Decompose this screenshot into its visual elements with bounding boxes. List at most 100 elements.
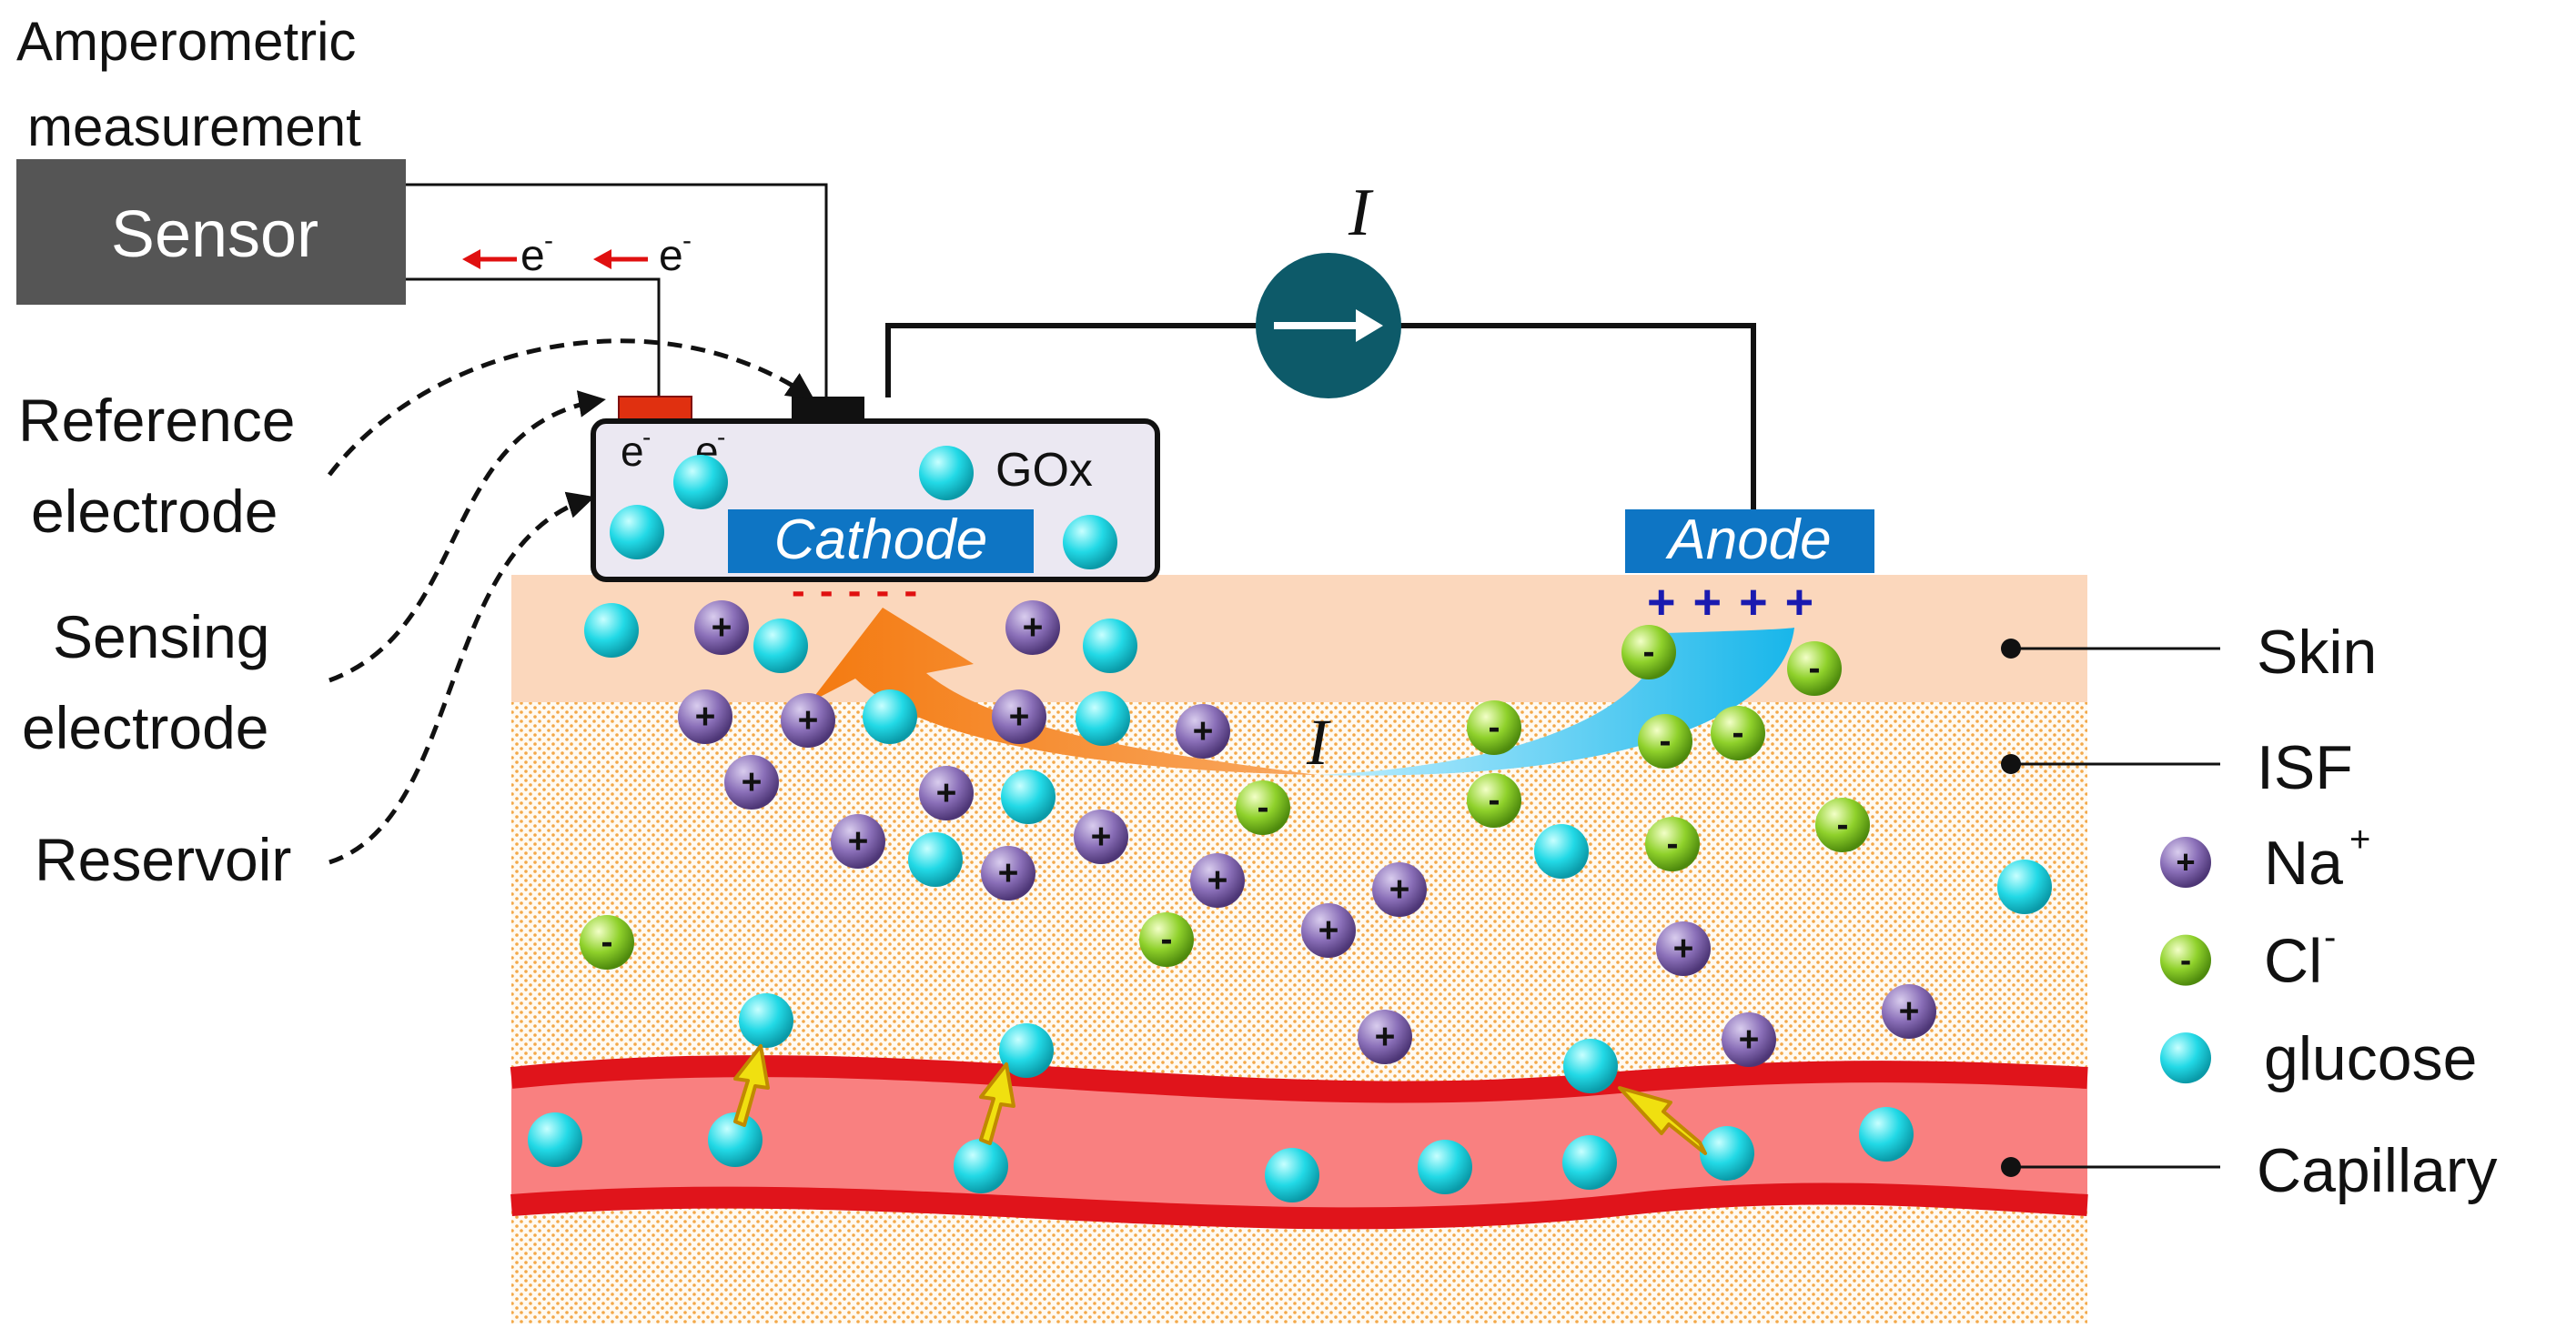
anode-label: Anode xyxy=(1664,508,1831,571)
electron-label-reservoir-1: e xyxy=(621,428,644,475)
plus-sign: + xyxy=(1009,698,1030,737)
glucose-particle xyxy=(908,832,963,887)
glucose-particle xyxy=(1859,1107,1914,1162)
glucose-particle xyxy=(1562,1135,1617,1190)
anode-box xyxy=(1625,509,1874,573)
right-arrow-in-circle-icon xyxy=(1274,309,1383,342)
glucose-particle xyxy=(1563,1039,1618,1093)
current-circuit: I xyxy=(885,176,1756,517)
glucose-particle xyxy=(999,1023,1054,1078)
reference-label-line2: electrode xyxy=(31,478,278,545)
legend-item-chloride: -Cl- xyxy=(2160,918,2336,996)
glucose-particle xyxy=(528,1112,582,1167)
minus-sign: - xyxy=(1489,781,1500,820)
electron-arrow-2: e - xyxy=(593,226,692,280)
sodium-particle: + xyxy=(1301,903,1356,958)
sensing-label-line2: electrode xyxy=(22,694,269,761)
electron-arrow-1: e - xyxy=(462,226,553,280)
glucose-particle xyxy=(863,689,917,744)
glucose-particle xyxy=(753,619,808,673)
particles: ++++++++++++++---------+--+++ xyxy=(528,446,2052,1202)
amperometric-label-line2: measurement xyxy=(27,96,361,157)
sodium-particle: + xyxy=(919,766,974,820)
sodium-particle: + xyxy=(831,814,885,869)
chloride-particle: - xyxy=(1621,625,1676,679)
plus-sign: + xyxy=(2176,843,2195,880)
glucose-particle xyxy=(1083,619,1137,673)
current-symbol-top: I xyxy=(1348,176,1374,250)
sodium-particle: + xyxy=(1372,862,1427,917)
minus-sign: - xyxy=(1837,806,1849,845)
plus-sign: + xyxy=(742,763,763,802)
plus-sign: + xyxy=(1193,712,1214,751)
sensing-leader xyxy=(328,390,606,683)
sodium-particle: + xyxy=(981,846,1035,900)
gox-label: GOx xyxy=(995,444,1093,497)
sodium-particle: + xyxy=(992,689,1046,744)
plus-sign: + xyxy=(1673,930,1694,969)
yellow-arrow-3 xyxy=(1618,1086,1707,1155)
electron-superscript: - xyxy=(642,423,651,451)
sodium-particle: + xyxy=(1005,600,1060,655)
legend-item-glucose: glucose xyxy=(2160,1024,2477,1093)
glucose-particle xyxy=(1418,1140,1472,1194)
sodium-particle: + xyxy=(1358,1010,1412,1064)
chloride-particle: - xyxy=(1467,773,1521,828)
glucose-particle xyxy=(1700,1126,1754,1181)
chloride-particle: - xyxy=(1711,706,1765,760)
glucose-particle xyxy=(1265,1148,1319,1202)
yellow-arrow-1 xyxy=(733,1044,770,1127)
glucose-particle xyxy=(584,603,639,658)
sodium-particle: + xyxy=(2160,837,2211,888)
yellow-arrow-2 xyxy=(979,1062,1015,1145)
glucose-particle xyxy=(610,505,664,559)
legend-superscript: + xyxy=(2349,820,2370,860)
minus-sign: - xyxy=(1667,825,1679,864)
electron-superscript: - xyxy=(544,226,553,256)
chloride-particle: - xyxy=(1467,700,1521,755)
amperometric-label-line1: Amperometric xyxy=(16,11,356,72)
chloride-particle: - xyxy=(2160,934,2211,986)
skin-label: Skin xyxy=(2257,618,2377,687)
plus-sign: + xyxy=(1375,1018,1396,1057)
reference-leader xyxy=(328,338,814,477)
electron-label: e xyxy=(659,232,683,280)
cathode-label: Cathode xyxy=(774,508,987,571)
sodium-particle: + xyxy=(1074,810,1128,864)
electron-superscript: - xyxy=(682,226,692,256)
legend-superscript: - xyxy=(2324,918,2336,958)
legend-label: Cl xyxy=(2264,927,2322,996)
sodium-particle: + xyxy=(694,600,749,655)
capillary-vessel xyxy=(510,1055,2088,1230)
plus-sign: + xyxy=(998,854,1019,893)
reservoir-label: Reservoir xyxy=(35,826,291,893)
chloride-particle: - xyxy=(1638,714,1692,769)
electron-superscript: - xyxy=(717,423,725,451)
glucose-particle xyxy=(954,1139,1008,1193)
chloride-particle: - xyxy=(1645,817,1700,871)
minus-sign: - xyxy=(1660,722,1672,761)
plus-sign: + xyxy=(712,609,732,648)
sodium-particle: + xyxy=(678,689,732,744)
plus-sign: + xyxy=(1207,861,1228,900)
plus-sign: + xyxy=(1389,870,1410,910)
plus-sign: + xyxy=(936,774,957,813)
legend-label: Na xyxy=(2264,829,2343,898)
plus-sign: + xyxy=(848,822,869,861)
cathode-box xyxy=(728,509,1034,573)
cathode-charge: - - - - - xyxy=(792,568,919,613)
electron-label: e xyxy=(520,232,545,280)
plus-sign: + xyxy=(1739,1021,1760,1060)
layer-labels: Skin ISF Capillary xyxy=(2001,618,2498,1205)
chloride-particle: - xyxy=(1787,641,1842,696)
glucose-particle xyxy=(1534,824,1589,879)
sodium-particle: + xyxy=(1176,704,1230,759)
minus-sign: - xyxy=(1161,921,1173,960)
cyan-flow-arrow xyxy=(1318,628,1794,776)
glucose-particle xyxy=(919,446,974,500)
sodium-particle: + xyxy=(1722,1012,1776,1067)
glucose-particle xyxy=(739,993,793,1048)
legend-item-sodium: +Na+ xyxy=(2160,820,2370,898)
chloride-particle: - xyxy=(1236,780,1290,835)
